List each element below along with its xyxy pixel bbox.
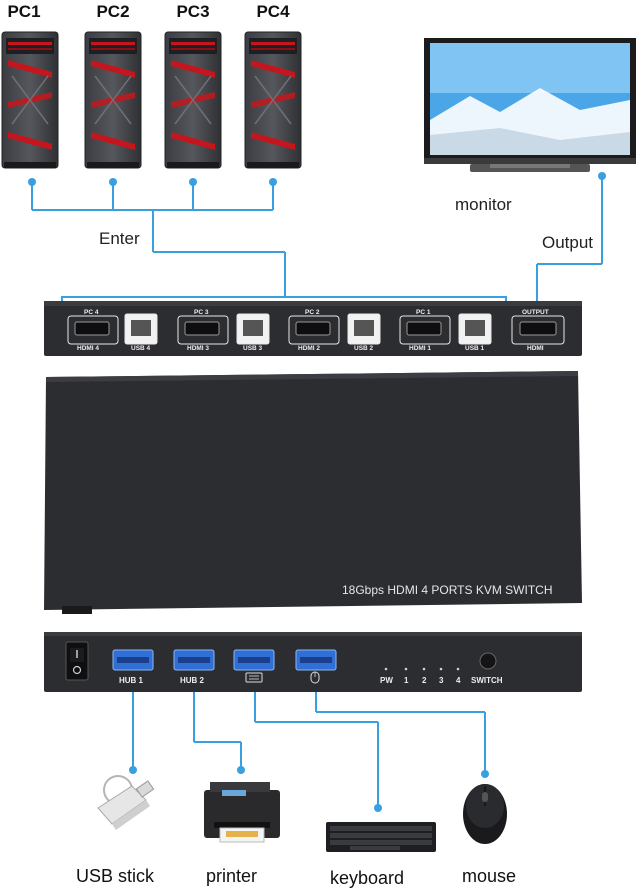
pc3-tower: [164, 31, 222, 169]
mouse-label: mouse: [462, 866, 517, 886]
back-port-group-pc3: [177, 313, 270, 345]
port-label-pc3: PC 3: [194, 309, 209, 316]
usb-stick-label: USB stick: [76, 866, 155, 886]
port-label-hdmi3: HDMI 3: [187, 345, 209, 352]
pc4-label: PC4: [256, 2, 290, 21]
input-connector-dots: [28, 178, 277, 186]
port-label-pc1: PC 1: [416, 309, 431, 316]
keyboard-label: keyboard: [330, 868, 405, 888]
pc4-tower: [244, 31, 302, 169]
port-label-hdmi1: HDMI 1: [409, 345, 431, 352]
port-label-output-hdmi: HDMI: [527, 345, 544, 352]
port-label-usb4: USB 4: [131, 345, 151, 352]
indicator-pw: PW: [380, 676, 393, 685]
hub2-label: HUB 2: [180, 676, 205, 685]
back-port-output: [511, 315, 565, 345]
hub1-label: HUB 1: [119, 676, 144, 685]
port-label-hdmi2: HDMI 2: [298, 345, 320, 352]
pc1-label: PC1: [7, 2, 41, 21]
pc2-tower: [84, 31, 142, 169]
usb-keyboard-port: [233, 649, 275, 671]
mouse-image: [463, 784, 507, 844]
monitor-image: [424, 38, 636, 172]
keyboard-image: [326, 822, 436, 852]
pc2-label: PC2: [96, 2, 130, 21]
indicator-leds: [384, 667, 460, 671]
printer-label: printer: [206, 866, 258, 886]
port-label-usb2: USB 2: [354, 345, 374, 352]
usb-mouse-port: [295, 649, 337, 671]
indicator-1: 1: [404, 676, 409, 685]
usb-hub1-port: [112, 649, 154, 671]
peripheral-connector-lines: [132, 692, 486, 806]
indicator-2: 2: [422, 676, 427, 685]
indicator-4: 4: [456, 676, 461, 685]
pc3-label: PC3: [176, 2, 210, 21]
power-rocker-switch: [65, 641, 89, 681]
enter-label: Enter: [99, 229, 140, 248]
port-label-output: OUTPUT: [522, 309, 549, 316]
indicator-3: 3: [439, 676, 444, 685]
port-label-pc4: PC 4: [84, 309, 99, 316]
monitor-label: monitor: [455, 195, 512, 214]
kvm-switch-body: [44, 371, 582, 614]
output-connector-dot: [598, 172, 606, 180]
port-label-pc2: PC 2: [305, 309, 320, 316]
device-name: 18Gbps HDMI 4 PORTS KVM SWITCH: [342, 583, 553, 597]
switch-button: [479, 652, 497, 670]
switch-label: SWITCH: [471, 676, 503, 685]
port-label-hdmi4: HDMI 4: [77, 345, 99, 352]
output-connector-line: [536, 176, 603, 307]
printer-image: [204, 782, 280, 843]
port-label-usb1: USB 1: [465, 345, 485, 352]
port-label-usb3: USB 3: [243, 345, 263, 352]
pc1-tower: [1, 31, 59, 169]
back-port-group-pc1: [399, 313, 492, 345]
peripheral-connector-dots: [129, 766, 489, 812]
back-port-group-pc2: [288, 313, 381, 345]
output-label: Output: [542, 233, 594, 252]
usb-stick-image: [97, 775, 155, 830]
keyboard-icon: [245, 672, 263, 683]
back-port-group-pc4: [67, 313, 158, 345]
usb-hub2-port: [173, 649, 215, 671]
mouse-icon: [310, 671, 320, 684]
